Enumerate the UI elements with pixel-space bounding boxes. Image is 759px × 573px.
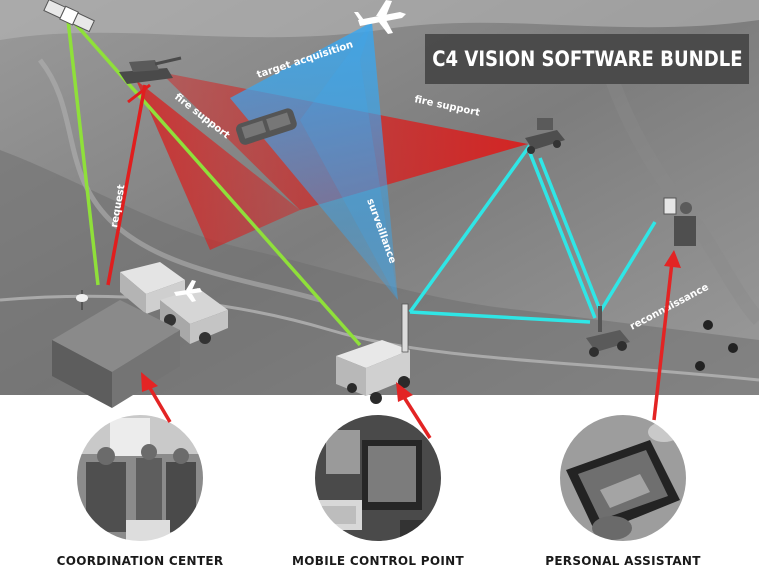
caption-coordination-center: COORDINATION CENTER	[56, 554, 224, 568]
link-satellite-to-mobile	[70, 18, 362, 347]
drone-icon	[354, 0, 406, 34]
helicopter-icon	[236, 108, 297, 145]
truck-icon	[120, 262, 228, 344]
personal-assistant-photo	[559, 414, 687, 542]
link-request	[106, 84, 147, 286]
title-banner: C4 VISION SOFTWARE BUNDLE	[425, 34, 749, 84]
arrow-to-operator	[652, 250, 681, 421]
mobile-robot-icon	[336, 303, 410, 404]
caption-mobile-control-point: MOBILE CONTROL POINT	[292, 554, 464, 568]
arrow-to-coordination-center	[141, 372, 172, 423]
coordination-center-photo	[76, 414, 204, 542]
recon-robot-icon	[586, 306, 630, 357]
command-tent-icon	[52, 290, 180, 408]
banner-title: C4 VISION SOFTWARE BUNDLE	[431, 47, 743, 71]
link-satellite-to-center	[66, 19, 100, 286]
tank-icon	[119, 56, 182, 84]
caption-personal-assistant: PERSONAL ASSISTANT	[545, 554, 701, 568]
robot-unit-icon	[525, 118, 565, 154]
satellite-icon	[43, 0, 95, 33]
arrow-to-mobile-control-point	[396, 382, 432, 439]
operator-icon	[663, 197, 696, 246]
fire-support-cone-left	[136, 80, 300, 250]
link-mesh-b	[409, 310, 591, 324]
surveillance-cone	[230, 22, 398, 300]
helicopter-marker-icon	[174, 280, 202, 302]
